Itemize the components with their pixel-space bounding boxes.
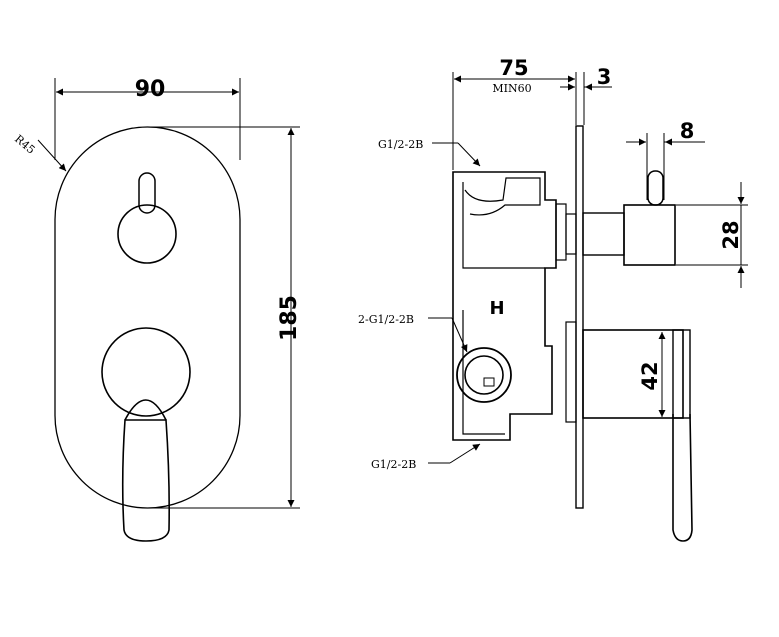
diverter-height-label: 28 (719, 220, 743, 249)
port-bottom-leader (449, 443, 481, 464)
pin-label: 8 (680, 119, 695, 143)
front-view: 90 185 R45 (12, 77, 302, 542)
mixer-flange (565, 321, 577, 423)
valve-body-inner-line (462, 182, 545, 269)
diverter-stem-through (565, 213, 577, 255)
radius-leader (37, 139, 67, 172)
width-label: 90 (135, 77, 166, 102)
lever-side (672, 413, 693, 542)
depth-min-label: MIN60 (492, 82, 531, 95)
port-mid-label: 2-G1/2-2B (358, 313, 414, 326)
valve-lower-inner-line (462, 310, 505, 435)
cover-plate-outline (54, 126, 241, 509)
side-view: 75 MIN60 3 8 28 42 H (358, 56, 748, 542)
port-bottom-label: G1/2-2B (371, 458, 416, 471)
height-label: 185 (277, 295, 302, 341)
lever-side-head (672, 329, 691, 419)
lever-neck (124, 399, 167, 421)
mixer-body-side (582, 329, 684, 419)
radius-label: R45 (12, 132, 37, 156)
diverter-pin-side (647, 170, 664, 206)
lever-hub (101, 327, 191, 417)
hot-mark: H (489, 298, 504, 319)
side-port-inner (464, 355, 504, 395)
port-mid-leader (451, 317, 468, 353)
diverter-stem (582, 212, 625, 256)
diverter-pin (138, 172, 156, 214)
lever-height-label: 42 (638, 361, 662, 390)
diverter-knob (117, 204, 177, 264)
top-port-housing (464, 177, 541, 216)
side-plate (575, 125, 584, 509)
side-port-notch (483, 377, 495, 387)
side-port-outer (456, 347, 512, 403)
depth-label: 75 (499, 56, 528, 80)
diverter-cartridge-thread (555, 203, 567, 261)
port-top-label: G1/2-2B (378, 138, 423, 151)
diverter-knob-side (623, 204, 676, 266)
port-top-leader (457, 142, 481, 167)
plate-label: 3 (597, 65, 612, 89)
lever-handle (121, 419, 170, 542)
valve-body (452, 171, 557, 441)
